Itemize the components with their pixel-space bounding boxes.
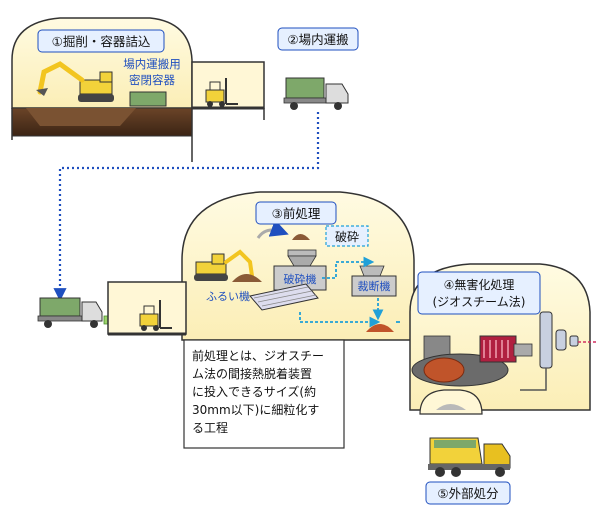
- flow-arrow-sieve-out: [299, 312, 381, 328]
- svg-text:③前処理: ③前処理: [272, 206, 321, 221]
- svg-text:場内運搬用: 場内運搬用: [123, 57, 181, 71]
- fine-soil-pile-icon: [366, 324, 394, 332]
- step-label-3: ③前処理: [255, 201, 337, 225]
- forklift-icon-2: [139, 300, 172, 331]
- step-label-1: ①掘削・容器詰込: [37, 29, 165, 53]
- svg-text:ム法の間接熱脱着装置: ム法の間接熱脱着装置: [192, 366, 312, 381]
- step-label-2: ②場内運搬: [277, 27, 359, 51]
- svg-text:る工程: る工程: [192, 420, 228, 435]
- flow-line-transport: [53, 112, 320, 302]
- svg-text:⑤外部処分: ⑤外部処分: [437, 486, 498, 501]
- crushing-label: 破砕: [335, 229, 359, 244]
- svg-text:②場内運搬: ②場内運搬: [287, 32, 348, 47]
- forklift-icon: [205, 78, 238, 107]
- treated-soil-dome: [419, 389, 483, 415]
- flow-arrow-to-cutter: [322, 256, 375, 279]
- step-label-4: ④無害化処理 (ジオスチーム法): [417, 271, 541, 315]
- forklift-bay: [191, 61, 265, 120]
- soil-pile-icon: [232, 274, 262, 282]
- svg-text:①掘削・容器詰込: ①掘削・容器詰込: [52, 34, 151, 49]
- note-text: 前処理とは、ジオスチー ム法の間接熱脱着装置 に投入できるサイズ(約 30mm以…: [192, 348, 324, 435]
- curved-arrow-icon: [256, 219, 289, 239]
- crushing-label-box: [325, 225, 369, 247]
- sieve-label: ふるい機: [206, 289, 250, 303]
- loader-icon: [194, 249, 254, 281]
- sieve-icon: [249, 283, 319, 311]
- svg-text:④無害化処理: ④無害化処理: [444, 277, 515, 292]
- transport-truck-icon: [283, 77, 349, 110]
- note-box: [183, 339, 345, 449]
- excavator-icon: [36, 61, 114, 102]
- crusher-label: 破砕機: [284, 272, 317, 286]
- svg-text:(ジオスチーム法): (ジオスチーム法): [432, 295, 525, 309]
- sealed-container-icon: [129, 91, 167, 107]
- step-label-5: ⑤外部処分: [425, 481, 511, 505]
- svg-text:30mm以下)に細粒化す: 30mm以下)に細粒化す: [192, 402, 319, 417]
- svg-text:密閉容器: 密閉容器: [129, 73, 175, 87]
- svg-text:に投入できるサイズ(約: に投入できるサイズ(約: [192, 384, 316, 399]
- dump-truck-icon: [428, 437, 511, 477]
- delivery-truck-icon: [37, 297, 103, 328]
- cutter-icon: [351, 265, 397, 297]
- svg-text:前処理とは、ジオスチー: 前処理とは、ジオスチー: [192, 348, 324, 363]
- thermal-desorption-unit-icon: [411, 311, 596, 391]
- cutter-label: 裁断機: [358, 279, 391, 293]
- container-label: 場内運搬用 密閉容器: [123, 57, 181, 87]
